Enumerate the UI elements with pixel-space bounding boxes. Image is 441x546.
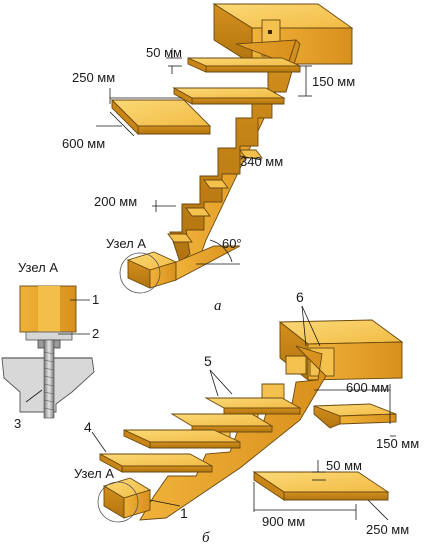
callout-b-6: 6	[296, 289, 304, 305]
dim-a-tread-width: 600 мм	[62, 136, 105, 151]
separate-block	[313, 403, 397, 429]
node-plate	[25, 331, 73, 341]
tread-a-3	[110, 98, 212, 136]
dim-a-riser: 150 мм	[312, 74, 355, 89]
node-bolt	[43, 339, 55, 419]
callout-b-5: 5	[204, 353, 212, 369]
dim-b-tread-thickness: 50 мм	[326, 458, 362, 473]
dims-b	[91, 305, 396, 521]
dim-b-tread-depth: 250 мм	[366, 522, 409, 537]
node-label-a: Узел А	[106, 236, 146, 251]
node-callout-2: 2	[92, 326, 99, 341]
tread-a-1	[187, 57, 301, 73]
top-beam-b	[278, 319, 404, 381]
node-label-b: Узел А	[74, 466, 114, 481]
dim-a-tread-thickness: 50 мм	[146, 45, 182, 60]
dims-a	[96, 48, 312, 265]
tread-b-4	[99, 453, 213, 473]
diagram-b: 6 5 4 1 Узел А 600 мм 150 мм 50 мм 900 м…	[74, 289, 419, 546]
callout-b-4: 4	[84, 419, 92, 435]
caption-a: а	[214, 298, 222, 314]
separate-tread	[252, 471, 390, 501]
node-callout-3: 3	[14, 416, 21, 431]
tread-a-2	[172, 87, 286, 105]
node-callout-1: 1	[92, 292, 99, 307]
diagram-a: 50 мм 250 мм 150 мм 600 мм 340 мм 200 мм…	[62, 3, 355, 314]
dim-b-tread-length: 900 мм	[262, 514, 305, 529]
tread-b-3	[123, 429, 241, 449]
dim-a-step-length: 340 мм	[240, 154, 283, 169]
dim-b-block-height: 150 мм	[376, 436, 419, 451]
node-detail-title: Узел А	[18, 260, 58, 275]
base-block-b	[97, 477, 152, 523]
dim-b-block-width: 600 мм	[346, 380, 389, 395]
base-block-a	[119, 245, 241, 294]
callout-b-1: 1	[180, 505, 188, 521]
dim-a-tread-depth: 250 мм	[72, 70, 115, 85]
angle-label: 60°	[222, 236, 242, 251]
tread-b-1	[204, 397, 302, 415]
node-detail: Узел А 1 2 3	[1, 260, 99, 431]
tread-b-2	[170, 413, 274, 433]
dim-a-step-cut: 200 мм	[94, 194, 137, 209]
caption-b: б	[202, 530, 210, 546]
